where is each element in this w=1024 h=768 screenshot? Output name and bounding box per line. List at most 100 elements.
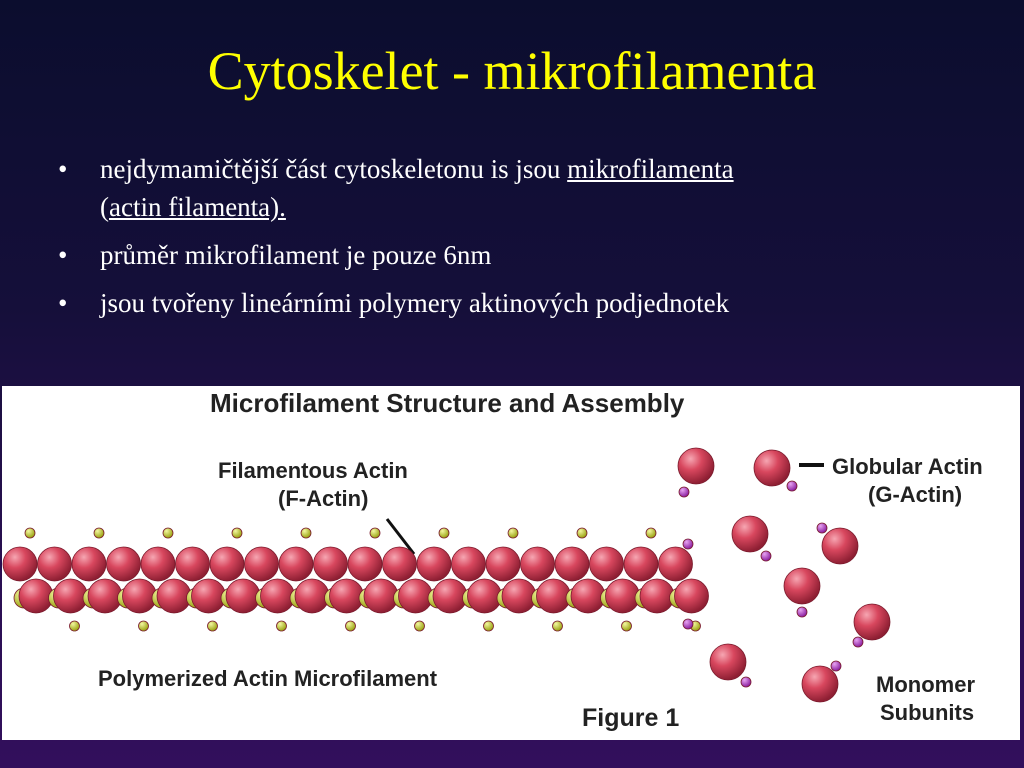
nucleotide-dot — [138, 620, 149, 632]
actin-subunit — [674, 578, 709, 614]
actin-subunit — [536, 578, 571, 614]
nucleotide-dot — [621, 620, 632, 632]
actin-subunit — [570, 578, 606, 614]
actin-subunit — [520, 546, 555, 582]
bullet-list: • nejdymamičtější část cytoskeletonu is … — [58, 150, 958, 332]
nucleotide-dot — [786, 480, 798, 492]
actin-subunit — [501, 578, 537, 614]
paren-open: ( — [100, 192, 109, 222]
nucleotide-dot — [93, 527, 105, 539]
actin-subunit — [18, 578, 54, 614]
figure-heading: Microfilament Structure and Assembly — [210, 388, 685, 418]
actin-subunit — [382, 546, 417, 582]
actin-subunit — [623, 546, 659, 582]
nucleotide-dot — [816, 522, 828, 534]
nucleotide-dot — [24, 527, 36, 539]
f-actin-label: Filamentous Actin — [218, 458, 408, 483]
nucleotide-dot — [678, 486, 690, 498]
bullet-glyph: • — [58, 288, 68, 318]
figure-caption: Figure 1 — [582, 704, 679, 732]
g-actin-monomer — [753, 449, 791, 487]
actin-subunit — [175, 546, 210, 582]
actin-subunit — [2, 546, 38, 582]
actin-subunit — [260, 578, 295, 614]
actin-subunit — [589, 546, 624, 582]
actin-subunit — [398, 578, 433, 614]
actin-subunit — [53, 578, 88, 614]
nucleotide-dot — [796, 606, 808, 618]
nucleotide-dot — [369, 527, 381, 539]
nucleotide-dot — [830, 660, 842, 672]
nucleotide-dot — [414, 620, 425, 632]
monomer-label: Monomer — [876, 672, 975, 697]
nucleotide-dot — [740, 676, 752, 688]
actin-subunit — [363, 578, 399, 614]
actin-monomers — [677, 447, 891, 703]
nucleotide-dot — [576, 527, 588, 539]
actin-subunit — [294, 578, 330, 614]
nucleotide-dot — [162, 527, 174, 539]
bullet-text: nejdymamičtější část cytoskeletonu is js… — [100, 154, 568, 184]
bullet-text: průměr mikrofilament je pouze 6nm — [100, 240, 492, 270]
g-actin-monomer — [853, 603, 891, 641]
nucleotide-dot — [438, 527, 450, 539]
actin-subunit — [451, 546, 486, 582]
actin-subunit — [554, 546, 590, 582]
actin-subunit — [329, 578, 364, 614]
g-actin-monomer — [677, 447, 715, 485]
microfilament-figure: Microfilament Structure and Assembly Fil… — [2, 386, 1020, 740]
actin-subunit — [658, 546, 693, 582]
nucleotide-dot — [645, 527, 657, 539]
actin-subunit — [122, 578, 157, 614]
nucleotide-dot — [483, 620, 494, 632]
actin-subunit — [156, 578, 192, 614]
actin-subunit — [347, 546, 383, 582]
g-actin-label: Globular Actin — [832, 454, 983, 479]
bullet-glyph: • — [58, 240, 68, 270]
bullet-item: • nejdymamičtější část cytoskeletonu is … — [58, 150, 958, 226]
actin-subunit — [71, 546, 107, 582]
actin-subunit — [244, 546, 279, 582]
nucleotide-dot — [760, 550, 772, 562]
actin-subunit — [467, 578, 502, 614]
bullet-item: • průměr mikrofilament je pouze 6nm — [58, 236, 958, 274]
g-actin-monomer — [821, 527, 859, 565]
actin-subunit — [278, 546, 314, 582]
actin-subunit — [605, 578, 640, 614]
actin-subunit — [106, 546, 141, 582]
actin-subunit — [432, 578, 468, 614]
actin-filament — [2, 527, 709, 632]
g-actin-monomer — [801, 665, 839, 703]
nucleotide-dot — [682, 618, 694, 630]
nucleotide-dot — [300, 527, 312, 539]
g-actin-monomer — [731, 515, 769, 553]
nucleotide-dot — [276, 620, 287, 632]
actin-subunit — [209, 546, 245, 582]
bullet-item: • jsou tvořeny lineárními polymery aktin… — [58, 284, 958, 322]
link-actin-filamenta[interactable]: actin filamenta). — [109, 192, 286, 222]
f-actin-pointer — [385, 518, 416, 555]
actin-subunit — [225, 578, 261, 614]
g-actin-monomer — [783, 567, 821, 605]
nucleotide-dot — [682, 538, 694, 550]
bullet-glyph: • — [58, 154, 68, 184]
nucleotide-dot — [507, 527, 519, 539]
nucleotide-dot — [231, 527, 243, 539]
actin-subunit — [639, 578, 675, 614]
actin-subunit — [191, 578, 226, 614]
actin-subunit — [416, 546, 452, 582]
link-mikrofilamenta[interactable]: mikrofilamenta — [567, 154, 734, 184]
nucleotide-dot — [69, 620, 80, 632]
actin-subunit — [313, 546, 348, 582]
actin-subunit — [87, 578, 123, 614]
nucleotide-dot — [552, 620, 563, 632]
bullet-text: jsou tvořeny lineárními polymery aktinov… — [100, 288, 730, 318]
g-actin-sublabel: (G-Actin) — [868, 482, 962, 507]
g-actin-monomer — [709, 643, 747, 681]
f-actin-sublabel: (F-Actin) — [278, 486, 368, 511]
actin-subunit — [140, 546, 176, 582]
polymer-label: Polymerized Actin Microfilament — [98, 666, 438, 691]
actin-subunit — [37, 546, 72, 582]
nucleotide-dot — [345, 620, 356, 632]
nucleotide-dot — [207, 620, 218, 632]
